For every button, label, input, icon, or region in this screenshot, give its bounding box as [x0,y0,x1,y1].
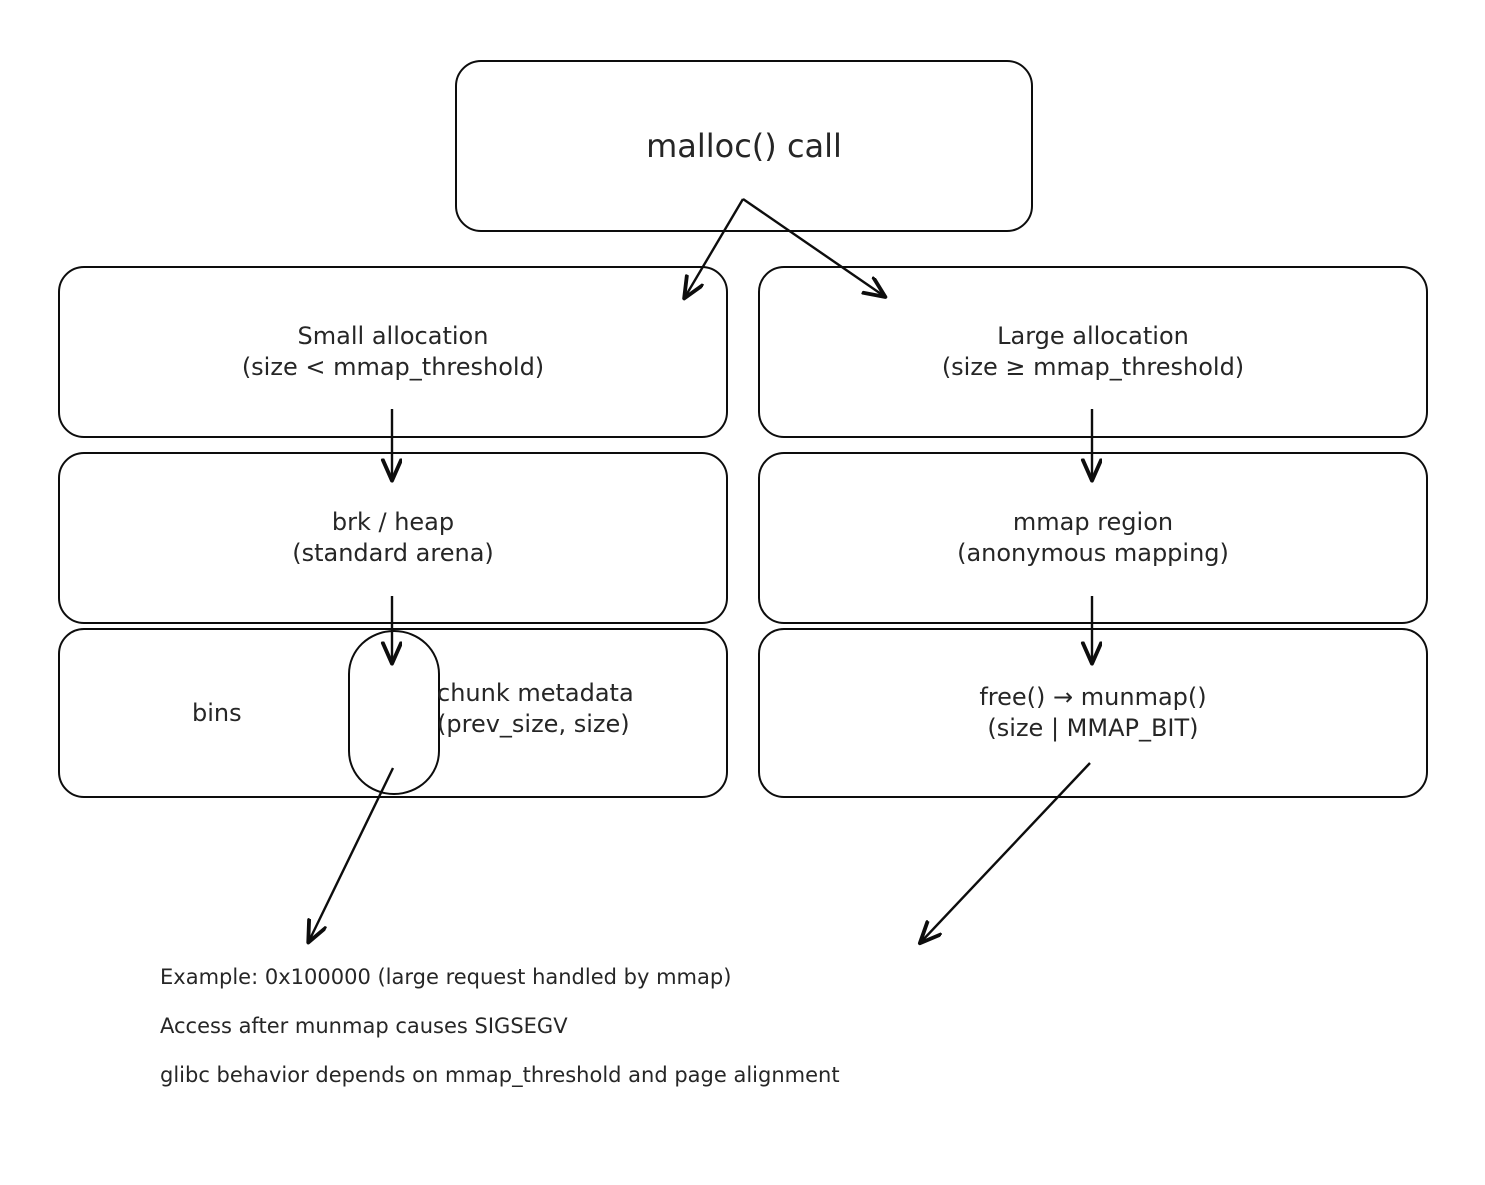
node-free-munmap[interactable]: free() → munmap() (size | MMAP_BIT) [758,628,1428,798]
note-line-glibc-behavior: glibc behavior depends on mmap_threshold… [160,1063,840,1087]
node-mmap-region-label: mmap region (anonymous mapping) [957,508,1229,567]
node-brk-heap[interactable]: brk / heap (standard arena) [58,452,728,624]
notes-block: Example: 0x100000 (large request handled… [160,967,1160,1114]
node-small-allocation-label: Small allocation (size < mmap_threshold) [241,322,545,381]
node-brk-heap-label: brk / heap (standard arena) [292,508,494,567]
note-line-sigsegv: Access after munmap causes SIGSEGV [160,1014,568,1038]
note-line-example: Example: 0x100000 (large request handled… [160,965,732,989]
node-malloc-call[interactable]: malloc() call [455,60,1033,232]
node-mmap-region[interactable]: mmap region (anonymous mapping) [758,452,1428,624]
node-malloc-call-label: malloc() call [646,126,842,165]
node-bins-label: bins [192,698,242,727]
node-large-allocation-label: Large allocation (size ≥ mmap_threshold) [941,322,1245,381]
node-chunk-metadata-label: chunk metadata (prev_size, size) [437,679,634,738]
node-small-allocation[interactable]: Small allocation (size < mmap_threshold) [58,266,728,438]
node-chunk-metadata-capsule[interactable] [348,630,440,795]
node-large-allocation[interactable]: Large allocation (size ≥ mmap_threshold) [758,266,1428,438]
node-free-munmap-label: free() → munmap() (size | MMAP_BIT) [979,683,1207,742]
